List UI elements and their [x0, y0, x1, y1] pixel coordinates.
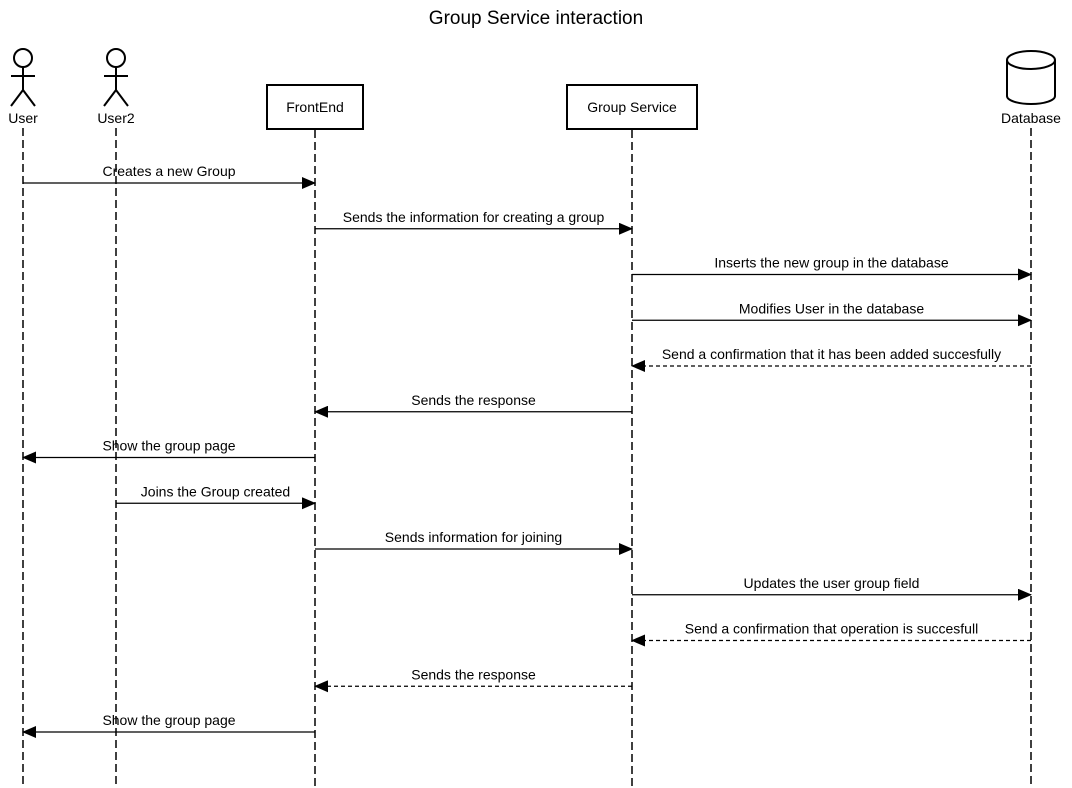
message-label: Send a confirmation that it has been add…: [662, 346, 1001, 362]
message-label: Show the group page: [102, 712, 235, 728]
message-label: Joins the Group created: [141, 483, 290, 499]
participant-label: FrontEnd: [286, 99, 344, 115]
message-label: Inserts the new group in the database: [714, 255, 948, 271]
message-label: Sends the information for creating a gro…: [343, 209, 605, 225]
message-9: Sends information for joining: [315, 529, 633, 555]
message-label: Creates a new Group: [102, 163, 235, 179]
message-10: Updates the user group field: [632, 575, 1032, 601]
message-label: Updates the user group field: [744, 575, 920, 591]
participant-box: [566, 84, 698, 130]
participant-frontend: FrontEnd: [266, 84, 364, 788]
message-13: Show the group page: [22, 712, 315, 738]
participant-label: Database: [1001, 110, 1061, 126]
message-label: Sends the response: [411, 392, 536, 408]
participant-group_service: Group Service: [566, 84, 698, 788]
participant-database: Database: [1001, 50, 1061, 788]
database-icon: [1006, 50, 1056, 105]
message-8: Joins the Group created: [116, 483, 316, 510]
message-11: Send a confirmation that operation is su…: [631, 621, 1031, 647]
message-label: Modifies User in the database: [739, 300, 924, 316]
message-3: Inserts the new group in the database: [632, 255, 1032, 281]
message-label: Show the group page: [102, 438, 235, 454]
actor-icon: [103, 48, 129, 107]
message-2: Sends the information for creating a gro…: [315, 209, 633, 235]
message-12: Sends the response: [314, 666, 632, 693]
participant-user2: User2: [97, 48, 135, 788]
participant-box: [266, 84, 364, 130]
message-1: Creates a new Group: [23, 163, 316, 189]
participant-label: User2: [97, 110, 135, 126]
message-label: Sends the response: [411, 666, 536, 682]
participant-user: User: [8, 48, 38, 788]
diagram-title: Group Service interaction: [429, 8, 643, 29]
message-label: Sends information for joining: [385, 529, 562, 545]
message-5: Send a confirmation that it has been add…: [631, 346, 1031, 372]
message-7: Show the group page: [22, 438, 315, 464]
participant-label: User: [8, 110, 38, 126]
message-label: Send a confirmation that operation is su…: [685, 621, 978, 637]
message-4: Modifies User in the database: [632, 300, 1032, 327]
participant-label: Group Service: [587, 99, 677, 115]
message-6: Sends the response: [314, 392, 632, 418]
actor-icon: [10, 48, 36, 107]
